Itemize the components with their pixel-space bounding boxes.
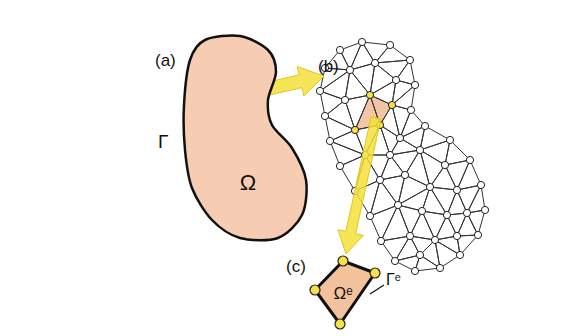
mesh-node bbox=[418, 207, 425, 214]
part-label: (c) bbox=[286, 258, 306, 275]
mesh-node bbox=[463, 209, 470, 216]
finite-element: Ωᵉ bbox=[308, 255, 380, 329]
mesh-node bbox=[371, 59, 378, 66]
element-node bbox=[310, 285, 320, 295]
mesh-node bbox=[431, 236, 438, 243]
mesh-node bbox=[316, 87, 323, 94]
mesh-triangle bbox=[340, 42, 362, 70]
mesh-node bbox=[466, 156, 473, 163]
mesh-node bbox=[443, 211, 450, 218]
boundary-symbol: Γ bbox=[158, 132, 168, 151]
mesh-node bbox=[453, 186, 460, 193]
mesh-node bbox=[366, 212, 373, 219]
mesh-node bbox=[394, 201, 401, 208]
mesh-node bbox=[358, 38, 365, 45]
mesh-node bbox=[474, 231, 481, 238]
element-node bbox=[335, 319, 345, 329]
mesh-node bbox=[392, 76, 399, 83]
mesh-triangle bbox=[370, 205, 398, 241]
mesh-triangle bbox=[420, 150, 445, 187]
mesh-node bbox=[391, 257, 398, 264]
mesh-node bbox=[453, 232, 460, 239]
mesh-node bbox=[388, 101, 395, 108]
mesh-node bbox=[377, 237, 384, 244]
mesh-node bbox=[407, 106, 414, 113]
node-outline bbox=[180, 32, 312, 244]
mesh-node bbox=[446, 136, 453, 143]
region-symbol: Ωᵉ bbox=[333, 285, 352, 302]
mesh-node bbox=[406, 56, 413, 63]
mesh-node bbox=[411, 267, 418, 274]
mesh-triangle bbox=[405, 150, 430, 187]
domain-region: Ω bbox=[180, 32, 312, 244]
mesh-node bbox=[366, 91, 373, 98]
mesh-node bbox=[456, 251, 463, 258]
mesh-node bbox=[336, 162, 343, 169]
mesh-node bbox=[416, 146, 423, 153]
mesh-node bbox=[411, 81, 418, 88]
mesh-node bbox=[346, 66, 353, 73]
mesh-node bbox=[376, 176, 383, 183]
mesh-nodes bbox=[316, 38, 488, 274]
mesh-node bbox=[396, 134, 403, 141]
region-symbol: Ω bbox=[240, 172, 256, 194]
mesh-triangle bbox=[330, 130, 365, 155]
leader-line bbox=[370, 285, 384, 294]
mesh-triangle bbox=[400, 110, 425, 138]
yellow-arrow bbox=[338, 117, 381, 254]
mesh-node bbox=[336, 46, 343, 53]
mesh-triangle bbox=[330, 141, 365, 166]
mesh-node bbox=[441, 161, 448, 168]
mesh-node bbox=[321, 112, 328, 119]
mesh-node bbox=[421, 122, 428, 129]
mesh-node bbox=[326, 137, 333, 144]
outline-path bbox=[184, 35, 307, 240]
mesh-triangle bbox=[398, 187, 430, 211]
part-label: (a) bbox=[155, 52, 176, 69]
mesh-node bbox=[386, 151, 393, 158]
outline-path bbox=[315, 261, 375, 324]
boundary-symbol: Γᵉ bbox=[386, 272, 401, 288]
element-node bbox=[338, 256, 348, 266]
mesh-node bbox=[436, 264, 443, 271]
mesh-node bbox=[416, 251, 423, 258]
mesh-node bbox=[386, 41, 393, 48]
mesh-node bbox=[426, 183, 433, 190]
element-node bbox=[370, 268, 380, 278]
mesh-node bbox=[341, 96, 348, 103]
mesh-node bbox=[401, 171, 408, 178]
mesh-lines bbox=[320, 42, 485, 271]
mesh-triangle bbox=[350, 63, 375, 95]
mesh-node bbox=[351, 126, 358, 133]
mesh-node bbox=[477, 181, 484, 188]
mesh-node bbox=[406, 232, 413, 239]
part-label: (b) bbox=[318, 58, 339, 75]
mesh-node bbox=[481, 206, 488, 213]
